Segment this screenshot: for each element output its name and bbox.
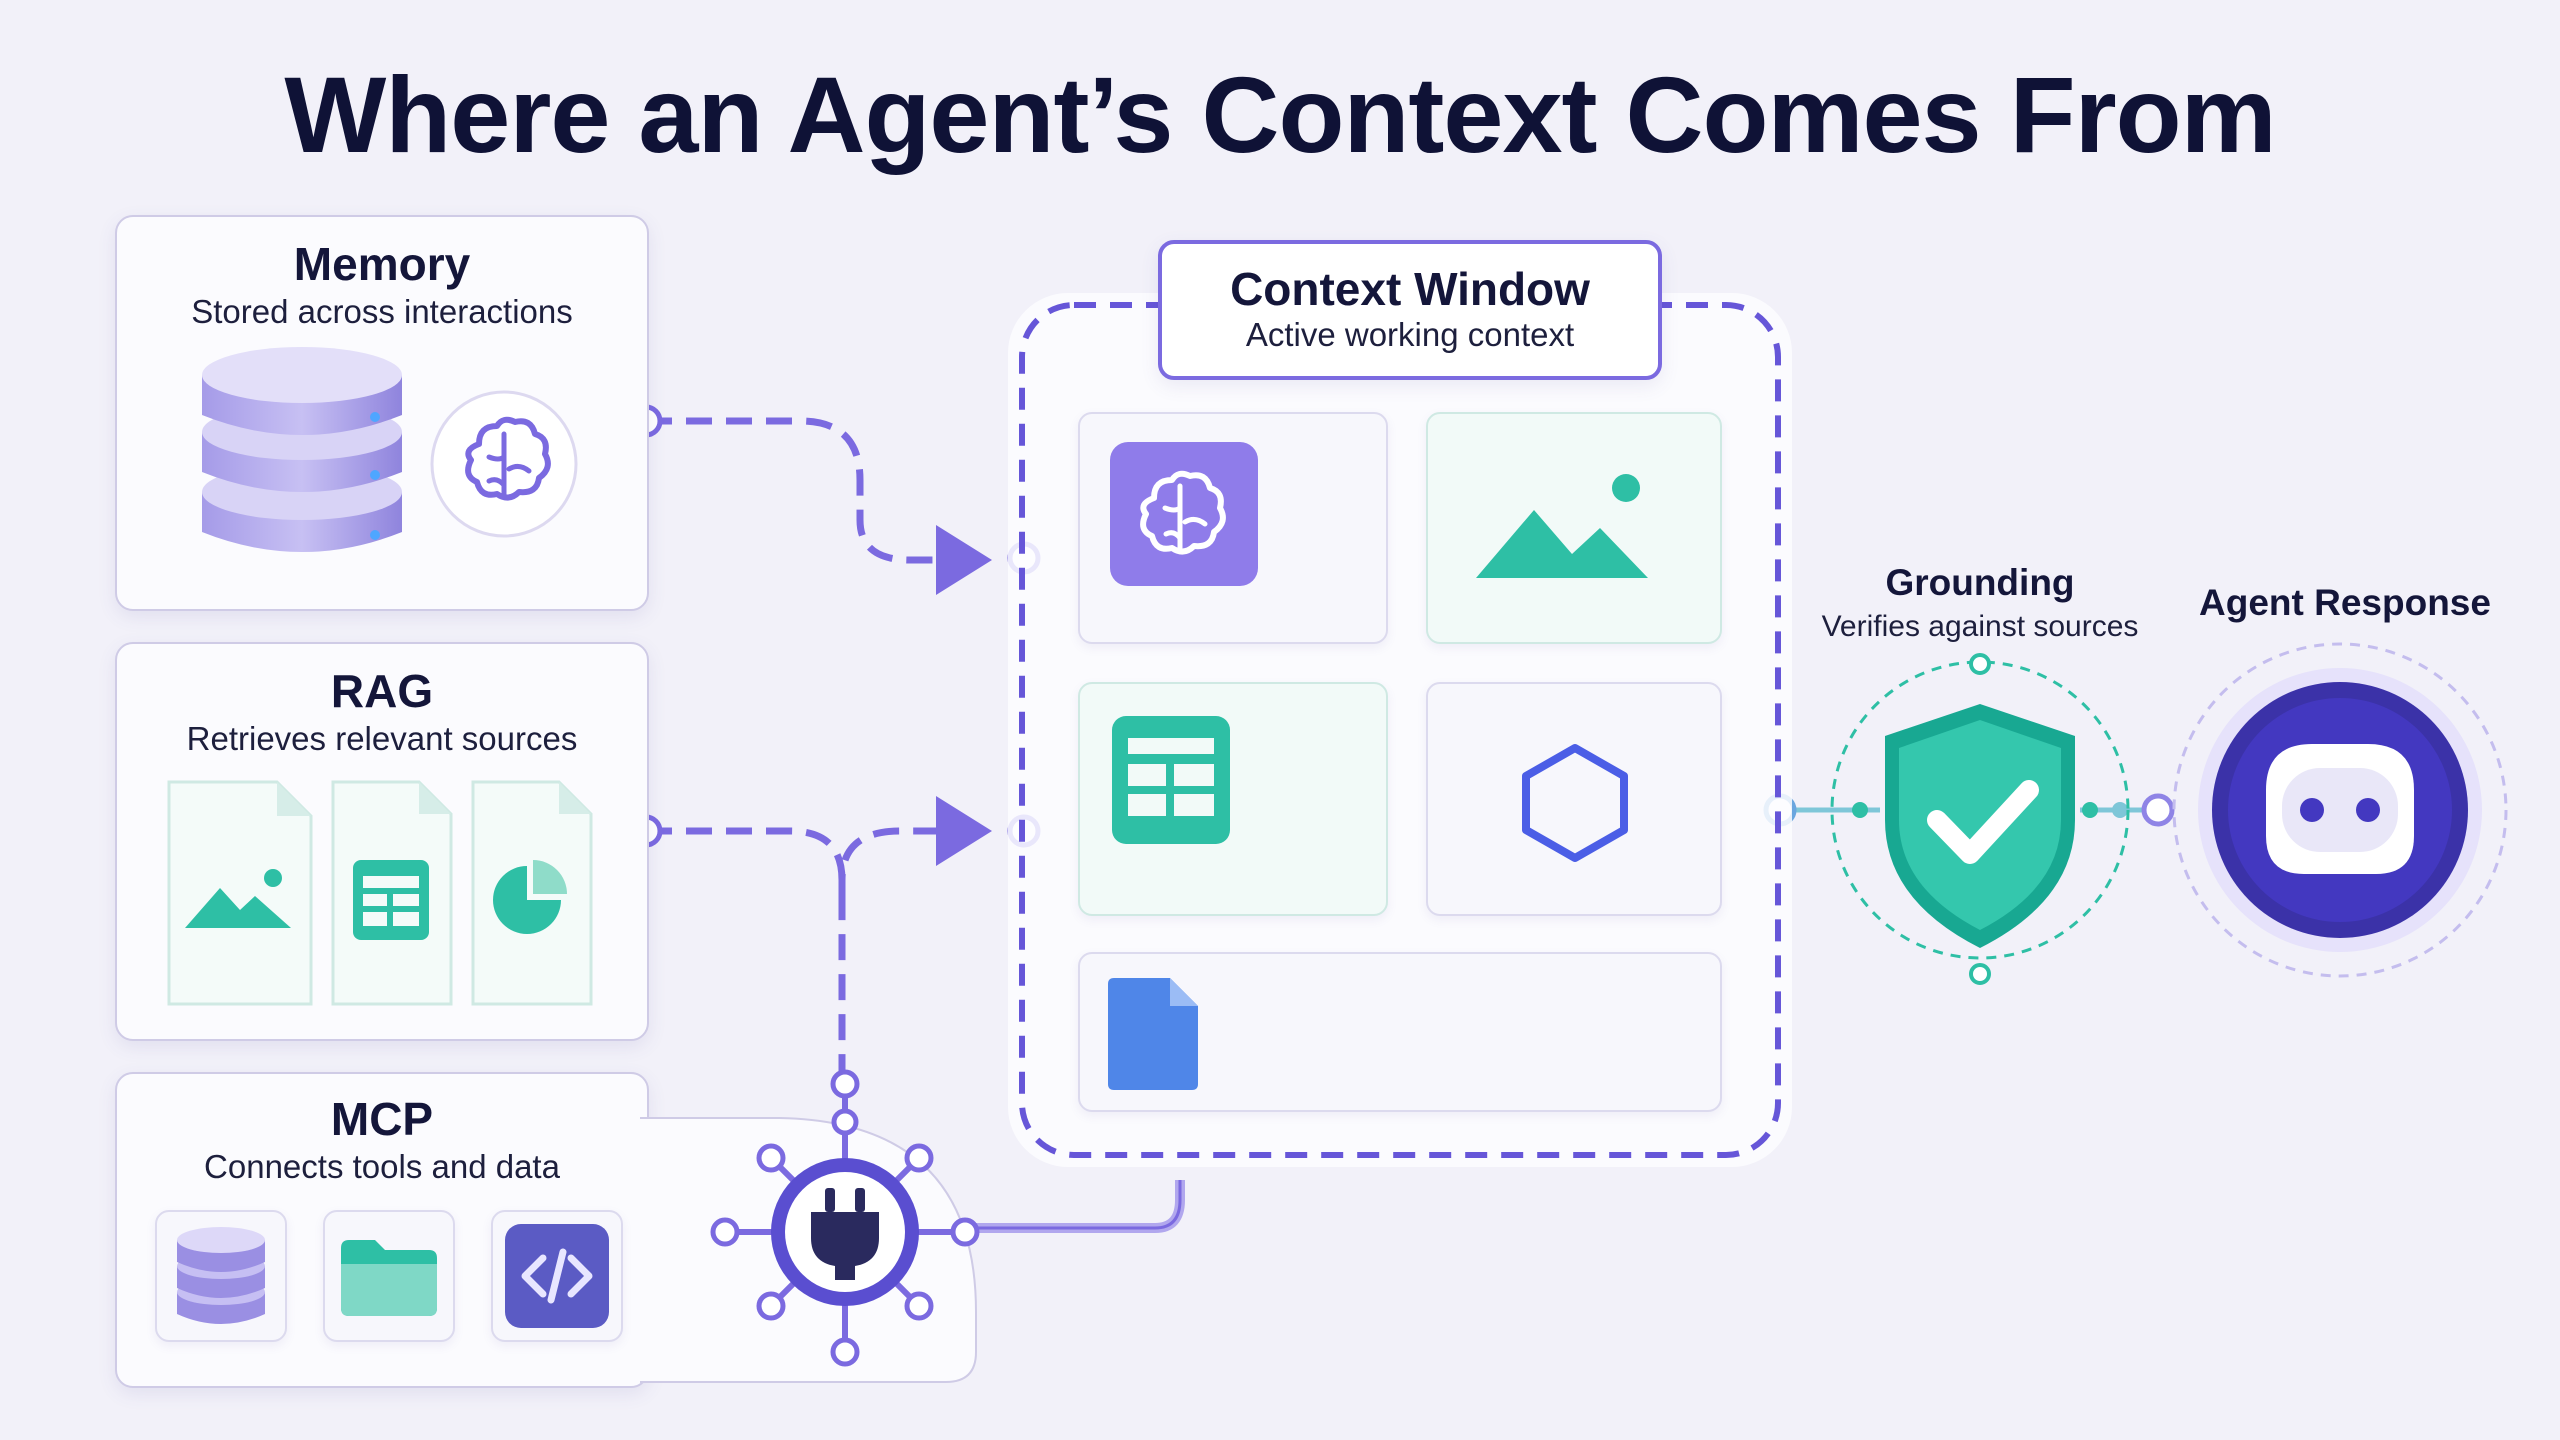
page-title: Where an Agent’s Context Comes From [284, 54, 2276, 175]
shield-check-icon [1830, 653, 2130, 985]
memory-connector [646, 417, 992, 595]
context-tile-image [1426, 412, 1722, 644]
brain-icon [1110, 442, 1258, 586]
rag-connector [646, 827, 846, 1075]
grounding-title: Grounding [1885, 562, 2075, 603]
context-tile-memory [1078, 412, 1388, 644]
memory-subtitle: Stored across interactions [191, 293, 573, 330]
hexagon-icon [1522, 744, 1628, 862]
context-window-header: Context Window Active working context [1158, 240, 1662, 380]
database-icon [177, 1227, 265, 1324]
brain-icon [430, 390, 578, 538]
mcp-card: MCP Connects tools and data [115, 1072, 649, 1388]
context-tile-hexagon [1426, 682, 1722, 916]
table-document-icon [331, 780, 453, 1006]
mcp-title: MCP [330, 1093, 434, 1145]
mcp-code-tile [491, 1210, 623, 1342]
plug-hub-icon [710, 1069, 980, 1367]
context-tile-table [1078, 682, 1388, 916]
mcp-connector [962, 1180, 1185, 1233]
image-icon [1476, 474, 1648, 578]
rag-card: RAG Retrieves relevant sources [115, 642, 649, 1041]
code-icon [505, 1224, 609, 1328]
robot-icon [2172, 642, 2508, 978]
rag-branch-connector [838, 796, 992, 900]
pie-chart-document-icon [471, 780, 593, 1006]
context-tile-document [1078, 952, 1722, 1112]
database-icon [202, 347, 402, 552]
rag-subtitle: Retrieves relevant sources [186, 720, 578, 757]
image-document-icon [167, 780, 313, 1006]
document-icon [1108, 978, 1198, 1090]
context-window-subtitle: Active working context [1245, 316, 1575, 353]
memory-card: Memory Stored across interactions [115, 215, 649, 611]
memory-title: Memory [293, 238, 471, 290]
context-window-title: Context Window [1230, 263, 1590, 315]
mcp-database-tile [155, 1210, 287, 1342]
rag-title: RAG [330, 665, 434, 717]
mcp-subtitle: Connects tools and data [204, 1148, 560, 1185]
mcp-folder-tile [323, 1210, 455, 1342]
table-icon [1112, 716, 1230, 844]
folder-icon [341, 1240, 437, 1316]
agent-response-title: Agent Response [2199, 582, 2491, 623]
grounding-subtitle: Verifies against sources [1821, 610, 2139, 643]
